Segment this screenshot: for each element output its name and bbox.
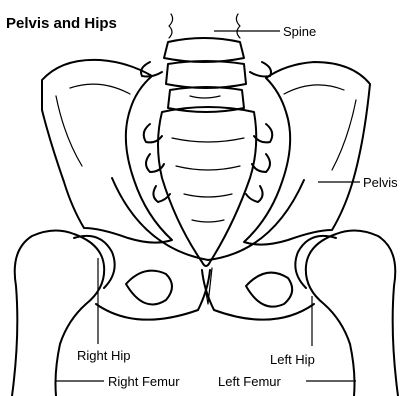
spine-drawing — [141, 14, 271, 112]
left-hip-label: Left Hip — [270, 352, 315, 367]
right-femur-label: Right Femur — [108, 374, 180, 389]
leader-lines — [56, 31, 360, 381]
left-femur-label: Left Femur — [218, 374, 282, 389]
pelvis-drawing — [42, 60, 370, 320]
femur-drawing — [12, 230, 398, 396]
right-hip-label: Right Hip — [77, 348, 130, 363]
diagram-title: Pelvis and Hips — [6, 15, 117, 32]
spine-label: Spine — [283, 24, 316, 39]
pelvis-label: Pelvis — [363, 175, 398, 190]
